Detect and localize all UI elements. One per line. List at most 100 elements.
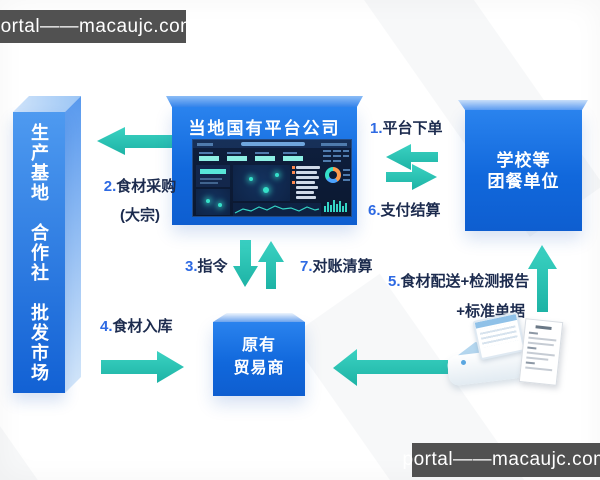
map-dot	[263, 187, 269, 193]
mini-bar	[324, 206, 326, 212]
step-2-label: 2.食材采购 (大宗)	[99, 175, 181, 225]
dashboard-header-right	[321, 143, 347, 146]
document-text-line	[526, 351, 555, 357]
node-platform-title: 当地国有平台公司	[188, 119, 341, 138]
step-3-label: 3.指令	[185, 255, 228, 276]
step-2-text: 食材采购	[116, 178, 177, 195]
pos-machine-logo-dot	[461, 360, 466, 365]
swap-arrows-icon-bottom	[386, 164, 437, 190]
step-7-number: 7.	[300, 258, 313, 275]
dashboard-right-column	[323, 149, 351, 216]
legend-line	[343, 174, 350, 176]
arrow-left-long-icon	[333, 349, 448, 386]
step-6-label: 6.支付结算	[368, 199, 441, 220]
mini-cell	[323, 160, 331, 162]
node-trader-line2: 贸易商	[233, 360, 285, 377]
document-title-line	[535, 325, 552, 330]
platform-dashboard-screenshot	[192, 139, 352, 217]
document-text-line	[525, 366, 553, 372]
dashboard-stat-value	[255, 156, 275, 161]
trend-sparkline	[234, 205, 320, 214]
pillar-top-face	[13, 96, 81, 112]
node-school-line1: 学校等	[496, 151, 551, 170]
node-trader-line1: 原有	[241, 337, 276, 354]
document-icon	[518, 318, 564, 386]
legend-line	[343, 179, 350, 181]
dashboard-line	[200, 178, 222, 180]
mini-bar	[345, 203, 347, 212]
map-dot	[218, 203, 222, 207]
mini-bar	[339, 201, 341, 212]
dashboard-rank-list	[292, 165, 321, 201]
legend-line	[343, 169, 350, 171]
school-top-face	[458, 100, 588, 110]
mini-cell	[343, 155, 349, 157]
step-1-number: 1.	[370, 120, 383, 137]
step-5-text: 食材配送+检测报告	[400, 273, 530, 290]
document-text-line	[527, 341, 554, 347]
pillar-side-face	[65, 96, 81, 393]
step-4-label: 4.食材入库	[100, 315, 173, 336]
mini-bar	[330, 205, 332, 212]
step-3-text: 指令	[197, 258, 228, 275]
map-dot	[275, 173, 279, 177]
map-dot	[249, 177, 253, 181]
mini-bar	[342, 206, 344, 212]
mini-cell	[333, 160, 341, 162]
step-6-number: 6.	[368, 202, 381, 219]
rank-tick	[292, 181, 295, 184]
dashboard-title-bar	[241, 142, 305, 146]
arrow-down-icon	[233, 240, 258, 287]
rank-bar	[296, 176, 319, 179]
arrow-left-icon	[97, 127, 181, 155]
rank-bar	[296, 196, 316, 199]
dashboard-stat-value	[199, 156, 219, 161]
document-section-label	[528, 331, 539, 335]
dashboard-stat-label	[199, 152, 213, 154]
platform-top-face	[166, 96, 363, 107]
step-4-text: 食材入库	[112, 318, 173, 335]
step-1-label: 1.平台下单	[370, 117, 443, 138]
dashboard-stat-value	[283, 156, 303, 161]
arrow-right-icon	[101, 351, 184, 383]
swap-arrows-icon-top	[386, 144, 438, 170]
step-3-number: 3.	[185, 258, 198, 275]
mini-bar	[327, 202, 329, 212]
dashboard-stat-value	[227, 156, 247, 161]
watermark-bottom-right: portal——macaujc.com	[403, 443, 600, 477]
mini-cell	[323, 150, 331, 152]
rank-bar	[296, 181, 315, 184]
step-1-text: 平台下单	[382, 120, 443, 137]
dashboard-stat-label	[255, 152, 269, 154]
map-dot	[206, 199, 210, 203]
dashboard-big-number	[200, 169, 226, 174]
mini-cell	[323, 155, 331, 157]
rank-tick	[292, 171, 295, 174]
step-7-label: 7.对账清算	[300, 255, 373, 276]
node-producer-label: 生产基地 合作社 批发市场	[29, 122, 49, 383]
step-4-number: 4.	[100, 318, 113, 335]
rank-bar	[296, 171, 317, 174]
step-5-number: 5.	[388, 273, 401, 290]
document-text-line	[528, 336, 557, 342]
rank-bar	[296, 191, 314, 194]
dashboard-stat-label	[283, 152, 297, 154]
node-school-line2: 团餐单位	[487, 172, 560, 191]
mini-bar	[333, 200, 335, 212]
dashboard-left-panel	[196, 165, 230, 187]
dashboard-mini-map	[196, 189, 230, 215]
step-6-text: 支付结算	[380, 202, 441, 219]
document-section-label	[525, 361, 535, 365]
arrow-up-right-icon	[528, 245, 557, 312]
arrow-up-icon	[258, 241, 284, 289]
rank-tick	[292, 166, 295, 169]
mini-bar	[336, 204, 338, 212]
mini-cell	[333, 155, 341, 157]
watermark-top-left: portal——macaujc.com	[0, 10, 196, 43]
dashboard-stat-label	[227, 152, 241, 154]
trader-top-face	[213, 313, 305, 322]
step-2-number: 2.	[103, 178, 117, 195]
dashboard-trend-chart	[233, 203, 321, 216]
pos-machine-icon	[446, 308, 532, 388]
